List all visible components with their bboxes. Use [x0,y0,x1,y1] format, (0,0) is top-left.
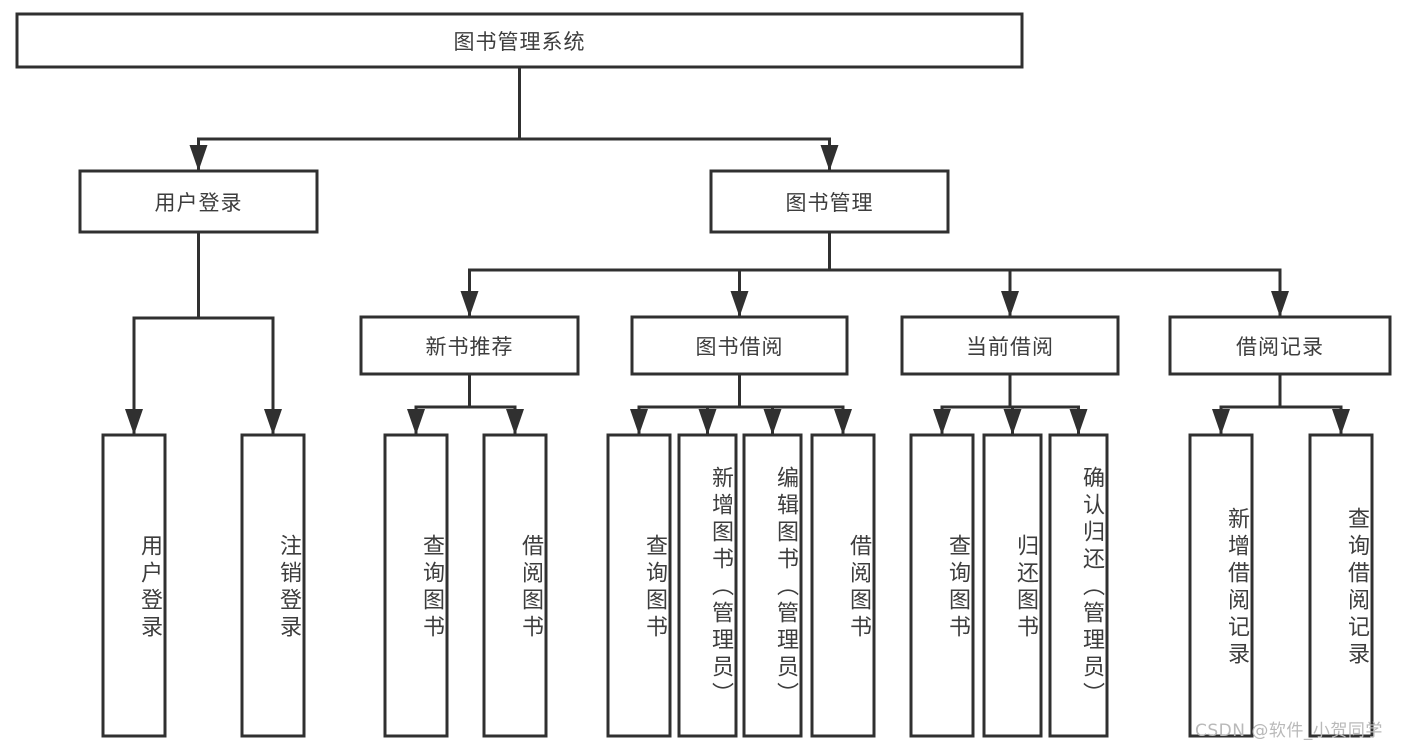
arrow-head-icon-leaf-logout-login [264,409,282,435]
arrow-head-icon-leaf-query-book-2 [630,409,648,435]
arrow-head-icon-leaf-add-borrow-record [1212,409,1230,435]
node-box-leaf-borrow-book-1[interactable] [482,433,548,738]
node-box-leaf-logout-login[interactable] [240,433,306,738]
arrow-head-icon-leaf-query-book-1 [407,409,425,435]
node-box-leaf-query-book-2[interactable] [606,433,672,738]
node-box-leaf-confirm-return[interactable] [1048,433,1109,738]
node-box-group [15,12,1392,738]
arrow-head-icon-user-login [189,145,208,171]
node-box-root[interactable] [15,12,1024,69]
arrow-head-icon-leaf-borrow-book-2 [834,409,852,435]
node-box-leaf-user-login[interactable] [101,433,167,738]
arrow-head-icon-leaf-query-book-3 [933,409,951,435]
arrow-head-icon-borrow-record [1271,291,1289,317]
node-box-current-borrow[interactable] [900,315,1120,376]
arrow-head-icon-new-book-recommend [460,291,479,317]
node-box-leaf-return-book[interactable] [982,433,1043,738]
node-box-leaf-query-borrow-record[interactable] [1308,433,1374,738]
node-box-book-management[interactable] [709,169,950,234]
node-box-leaf-add-book[interactable] [677,433,738,738]
node-box-leaf-query-book-3[interactable] [909,433,975,738]
arrow-head-icon-current-borrow [1001,291,1019,317]
node-box-leaf-add-borrow-record[interactable] [1188,433,1254,738]
arrow-head-icon-leaf-user-login [125,409,143,435]
arrow-head-icon-book-management [820,145,839,171]
node-box-user-login[interactable] [78,169,319,234]
arrow-head-icon-book-borrow [730,291,749,317]
node-box-borrow-record[interactable] [1168,315,1392,376]
node-box-leaf-edit-book[interactable] [742,433,803,738]
connector-group [125,65,1350,437]
arrow-head-icon-leaf-edit-book [763,409,782,435]
arrow-head-icon-leaf-borrow-book-1 [506,409,524,435]
arrow-head-icon-leaf-return-book [1003,409,1022,435]
node-box-new-book-recommend[interactable] [359,315,580,376]
watermark: CSDN @软件_小贺同学 [1195,721,1383,741]
arrow-head-icon-leaf-confirm-return [1069,409,1088,435]
arrow-head-icon-leaf-query-borrow-record [1332,409,1350,435]
node-box-leaf-query-book-1[interactable] [383,433,449,738]
node-box-leaf-borrow-book-2[interactable] [810,433,876,738]
node-box-book-borrow[interactable] [630,315,849,376]
arrow-head-icon-leaf-add-book [698,409,717,435]
